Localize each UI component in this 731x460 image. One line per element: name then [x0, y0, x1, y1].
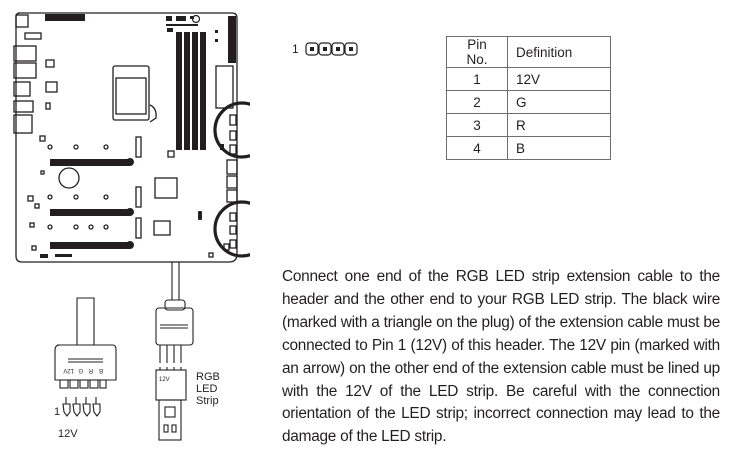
dimm-slot [192, 32, 198, 150]
pcie-slot [50, 242, 130, 249]
plug-label-r: R [88, 367, 93, 373]
pin-definition: B [507, 136, 611, 160]
extension-cable-wire [76, 297, 95, 346]
atx-header [45, 14, 85, 21]
cmos-battery [58, 167, 80, 189]
chipset [154, 177, 178, 199]
column-header-pin-no: Pin No. [446, 36, 508, 68]
led-strip-connector [155, 369, 187, 401]
strip-side-plug [155, 307, 194, 346]
strip-plug-label: 12V [159, 377, 170, 383]
strip-label-line: Strip [196, 395, 219, 407]
pcie-slot [50, 159, 130, 166]
pin-definition: R [507, 113, 611, 137]
plug-label-12v: 12V [63, 367, 74, 373]
extension-plug [54, 344, 117, 381]
header-pins [62, 403, 101, 417]
plug-label-b: B [99, 367, 103, 373]
m2-slot [135, 217, 142, 239]
cable-connection-diagram: 12V G R B 1 12V 12V RGB LED Strip [54, 262, 220, 441]
pin-number: 2 [446, 90, 508, 114]
rgb-header-pinout: 1 [292, 42, 361, 56]
four-pin-header-icon [305, 42, 358, 56]
m2-slot [135, 136, 142, 158]
dimm-slot [184, 32, 190, 150]
plug-label-g: G [78, 367, 83, 373]
highlight-circle-top [213, 101, 250, 159]
pin-number: 4 [446, 136, 508, 160]
column-header-definition: Definition [507, 36, 611, 68]
led-strip [158, 399, 182, 441]
pin-definition: G [507, 90, 611, 114]
pin1-label: 1 [292, 42, 299, 56]
strip-label-line: LED [196, 383, 217, 395]
pin-12v-label: 12V [58, 428, 78, 440]
m2-slot [135, 186, 142, 208]
pin-number: 1 [446, 67, 508, 91]
cpu-socket [112, 65, 150, 121]
motherboard-diagram [13, 12, 250, 263]
dimm-slot [200, 32, 206, 150]
strip-label-line: RGB [196, 371, 220, 383]
pin-number: 3 [446, 113, 508, 137]
pin1-label: 1 [54, 406, 60, 418]
pin-definition: 12V [507, 67, 611, 91]
table-header-row: Pin No. Definition [446, 36, 611, 68]
dimm-slot [176, 32, 182, 150]
highlight-circle-bottom [213, 200, 250, 258]
description-paragraph: Connect one end of the RGB LED strip ext… [282, 268, 720, 446]
atx-24pin [228, 16, 236, 63]
pcie-slot [50, 209, 130, 216]
